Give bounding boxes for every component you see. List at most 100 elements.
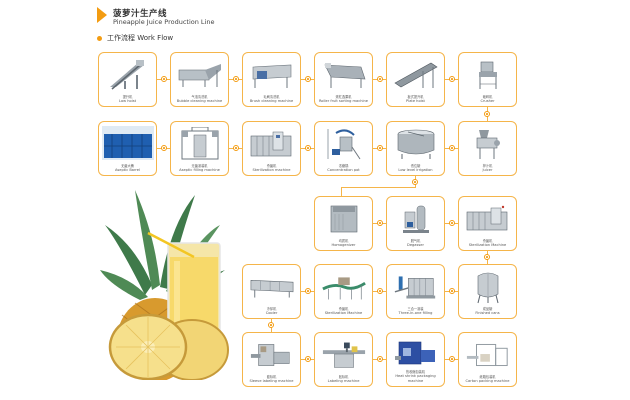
connector-node-icon bbox=[305, 288, 311, 294]
connector-node-icon bbox=[449, 288, 455, 294]
step-en-label: Low hoist bbox=[119, 98, 136, 103]
step-en-label: Carton packing machine bbox=[465, 378, 510, 383]
step-en-label: Heat shrink packaging machine bbox=[395, 374, 436, 383]
step-cn-label: 纸箱包装机 bbox=[479, 374, 496, 379]
connector-node-icon bbox=[161, 76, 167, 82]
step-en-label: Cooler bbox=[265, 310, 278, 315]
connector-node-icon bbox=[449, 356, 455, 362]
connector-node-icon bbox=[377, 76, 383, 82]
juicer-icon bbox=[465, 126, 511, 162]
connector-node-icon bbox=[412, 179, 418, 185]
step-aseptic-filling: 无菌灌装机 Aseptic filling machine bbox=[170, 121, 229, 176]
step-cn-label: 浓缩锅 bbox=[338, 163, 349, 168]
step-cn-label: 均质机 bbox=[338, 238, 349, 243]
step-sterilization-2: 杀菌机 Sterilization Machine bbox=[458, 196, 517, 251]
connector-node-icon bbox=[449, 145, 455, 151]
step-en-label: Sterilization Machine bbox=[324, 310, 363, 315]
step-en-label: Aseptic Barrel bbox=[114, 167, 141, 172]
step-cn-label: 三合一灌装 bbox=[407, 306, 424, 311]
step-sterilization-1: 杀菌机 Sterilization machine bbox=[242, 121, 301, 176]
step-cooler: 冷却机 Cooler bbox=[242, 264, 301, 319]
step-cn-label: 滚杠选果机 bbox=[335, 94, 352, 99]
washer-machine-icon bbox=[177, 57, 223, 93]
step-en-label: Labeling machine bbox=[327, 378, 360, 383]
carton-packer-icon bbox=[465, 337, 511, 373]
connector-line bbox=[341, 187, 343, 196]
connector-node-icon bbox=[233, 76, 239, 82]
step-en-label: Sterilization machine bbox=[252, 167, 291, 172]
tank-icon bbox=[393, 126, 439, 162]
cooler-tunnel-icon bbox=[249, 269, 295, 305]
step-cn-label: 热收缩包装机 bbox=[405, 370, 426, 374]
step-juicer: 榨汁机 Juicer bbox=[458, 121, 517, 176]
step-sleeve-labeling: 套标机 Sleeve labeling machine bbox=[242, 332, 301, 387]
step-cn-label: 冷却机 bbox=[266, 306, 277, 311]
connector-node-icon bbox=[233, 145, 239, 151]
step-cn-label: 板式提升机 bbox=[407, 94, 424, 99]
step-carton-packing: 纸箱包装机 Carton packing machine bbox=[458, 332, 517, 387]
connector-node-icon bbox=[377, 145, 383, 151]
shrink-wrapper-icon bbox=[393, 337, 439, 368]
step-en-label: Crusher bbox=[480, 98, 495, 103]
step-en-label: Brush cleaning machine bbox=[249, 98, 294, 103]
step-cn-label: 气泡清洗机 bbox=[191, 94, 208, 99]
step-en-label: Aseptic filling machine bbox=[179, 167, 220, 172]
step-roller-sorting: 滚杠选果机 Roller fruit sorting machine bbox=[314, 52, 373, 107]
pineapple-juice-illustration bbox=[100, 185, 240, 382]
step-three-in-one-filling: 三合一灌装 Three-in-one filling bbox=[386, 264, 445, 319]
connector-node-icon bbox=[305, 145, 311, 151]
step-brush-cleaning: 毛刷清洗机 Brush cleaning machine bbox=[242, 52, 301, 107]
step-bubble-cleaning: 气泡清洗机 Bubble cleaning machine bbox=[170, 52, 229, 107]
step-en-label: Degasser bbox=[407, 242, 424, 247]
step-cn-label: 无菌灌装机 bbox=[191, 163, 208, 168]
connector-node-icon bbox=[449, 220, 455, 226]
step-sterilization-3: 杀菌机 Sterilization Machine bbox=[314, 264, 373, 319]
sleeve-labeler-icon bbox=[249, 337, 295, 373]
step-cn-label: 贴标机 bbox=[338, 374, 349, 379]
connector-node-icon bbox=[484, 111, 490, 117]
page-title-en: Pineapple Juice Production Line bbox=[113, 18, 215, 26]
connector-node-icon bbox=[377, 356, 383, 362]
step-aseptic-barrel: 无菌大桶 Aseptic Barrel bbox=[98, 121, 157, 176]
sterilizer-icon bbox=[465, 201, 511, 237]
labeler-icon bbox=[321, 337, 367, 373]
homogenizer-icon bbox=[321, 201, 367, 237]
storage-tank-icon bbox=[465, 269, 511, 305]
crusher-icon bbox=[465, 57, 511, 93]
step-cn-label: 成品罐 bbox=[482, 306, 493, 311]
connector-node-icon bbox=[161, 145, 167, 151]
step-plate-hoist: 板式提升机 Plate hoist bbox=[386, 52, 445, 107]
step-cn-label: 毛刷清洗机 bbox=[263, 94, 280, 99]
header-arrow-icon bbox=[97, 7, 107, 23]
step-cn-label: 无菌大桶 bbox=[121, 163, 134, 168]
step-en-label: Concentration pot bbox=[327, 167, 360, 172]
concentration-pot-icon bbox=[321, 126, 367, 162]
step-en-label: Bubble cleaning machine bbox=[176, 98, 223, 103]
connector-node-icon bbox=[268, 322, 274, 328]
step-en-label: Low level irrigation bbox=[398, 167, 433, 172]
connector-node-icon bbox=[305, 76, 311, 82]
step-cn-label: 提升机 bbox=[122, 94, 133, 99]
filling-frame-icon bbox=[177, 126, 223, 162]
degasser-icon bbox=[393, 201, 439, 237]
blue-barrels-icon bbox=[101, 124, 154, 162]
step-cn-label: 榨汁机 bbox=[482, 163, 493, 168]
connector-node-icon bbox=[449, 76, 455, 82]
step-degasser: 脱气机 Degasser bbox=[386, 196, 445, 251]
filling-machine-icon bbox=[393, 269, 439, 305]
step-low-level-irrigation: 低位罐 Low level irrigation bbox=[386, 121, 445, 176]
page-title-cn: 菠萝汁生产线 bbox=[113, 9, 168, 19]
step-cn-label: 套标机 bbox=[266, 374, 277, 379]
step-en-label: Finished cans bbox=[475, 310, 500, 315]
step-finished-cans: 成品罐 Finished cans bbox=[458, 264, 517, 319]
step-homogenizer: 均质机 Homogenizer bbox=[314, 196, 373, 251]
step-cn-label: 杀菌机 bbox=[266, 163, 277, 168]
connector-node-icon bbox=[377, 220, 383, 226]
incline-conveyor-icon bbox=[105, 57, 151, 93]
step-heat-shrink-packaging: 热收缩包装机 Heat shrink packaging machine bbox=[386, 332, 445, 387]
step-labeling: 贴标机 Labeling machine bbox=[314, 332, 373, 387]
conveyor-line-icon bbox=[321, 269, 367, 305]
connector-line bbox=[341, 187, 416, 189]
step-cn-label: 低位罐 bbox=[410, 163, 421, 168]
step-concentration-pot: 浓缩锅 Concentration pot bbox=[314, 121, 373, 176]
